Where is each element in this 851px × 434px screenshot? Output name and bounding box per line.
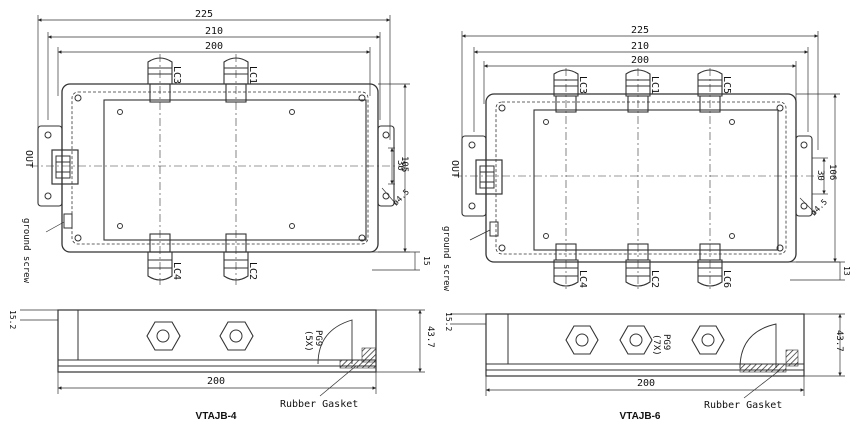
vtajb6-dim-body: 200 (631, 55, 649, 66)
vtajb4-base-plate (61, 83, 379, 253)
vtajb6-port-lc5: LC5 (721, 76, 732, 94)
vtajb6-dim-mount: 210 (631, 41, 649, 52)
vtajb4-port-lc1: LC1 (247, 66, 258, 84)
vtajb6-port-lc2: LC2 (649, 270, 660, 288)
vtajb6-top-glands (553, 69, 723, 113)
vtajb6-dim-side-height: 43.7 (834, 330, 844, 352)
vtajb4-dim-out-spacing: 30 (395, 160, 405, 171)
vtajb6-base-plate (485, 93, 797, 263)
vtajb4-dim-mount: 210 (205, 26, 223, 37)
vtajb4-dim-bottom-len: 200 (207, 376, 225, 387)
vtajb6-dim-side-bottom: 13 (842, 266, 851, 276)
vtajb4-ground-label: ground screw (21, 218, 31, 284)
vtajb4-dim-body: 200 (205, 41, 223, 52)
vtajb6-gland-label: PG9(7X) (651, 334, 671, 356)
vtajb4-gasket-label: Rubber Gasket (280, 399, 358, 410)
vtajb4-out-label: OUT (23, 150, 34, 168)
vtajb6-port-lc1: LC1 (649, 76, 660, 94)
vtajb6-ground-label: ground screw (441, 226, 451, 292)
vtajb6-labels: 225 210 200 LC3 LC1 LC5 LC4 LC2 LC6 OUT … (441, 25, 851, 422)
vtajb6-dim-out-spacing: 30 (815, 170, 825, 181)
vtajb6-port-lc3: LC3 (577, 76, 588, 94)
vtajb4-side-view (57, 309, 377, 397)
vtajb4-caption: VTAJB-4 (196, 411, 237, 422)
vtajb6-port-lc4: LC4 (577, 270, 588, 288)
vtajb4-dim-overall: 225 (195, 9, 213, 20)
vtajb6-top-dimensions (461, 31, 819, 150)
vtajb4-port-lc3: LC3 (171, 66, 182, 84)
vtajb4-port-lc2: LC2 (247, 262, 258, 280)
vtajb4-dim-side-height: 43.7 (425, 326, 435, 348)
vtajb6-bottom-glands (553, 243, 723, 287)
vtajb6-dim-overall: 225 (631, 25, 649, 36)
vtajb4-inner-board (103, 99, 367, 241)
vtajb6-out-label: OUT (449, 160, 460, 178)
vtajb4-gland-label: PG9(5X) (303, 330, 323, 352)
vtajb6-gasket-label: Rubber Gasket (704, 400, 782, 411)
vtajb4-port-lc4: LC4 (171, 262, 182, 280)
vtajb4-top-dimensions (37, 15, 391, 140)
vtajb4-drawing (20, 15, 425, 397)
vtajb6-dim-bottom-len: 200 (637, 378, 655, 389)
vtajb4-top-glands (147, 57, 249, 103)
vtajb6-port-lc6: LC6 (721, 270, 732, 288)
vtajb6-drawing (450, 31, 845, 399)
vtajb4-dim-side-bottom: 15 (422, 256, 431, 266)
vtajb6-dim-height: 106 (827, 164, 837, 180)
vtajb4-dim-side-top: 15.2 (8, 310, 17, 329)
vtajb4-dim-height: 105 (399, 156, 409, 172)
vtajb6-caption: VTAJB-6 (620, 411, 661, 422)
vtajb6-dim-side-top: 15.2 (444, 312, 453, 331)
vtajb6-inner-board (533, 109, 779, 251)
vtajb6-side-view (485, 313, 805, 399)
vtajb4-bottom-glands (147, 233, 249, 281)
